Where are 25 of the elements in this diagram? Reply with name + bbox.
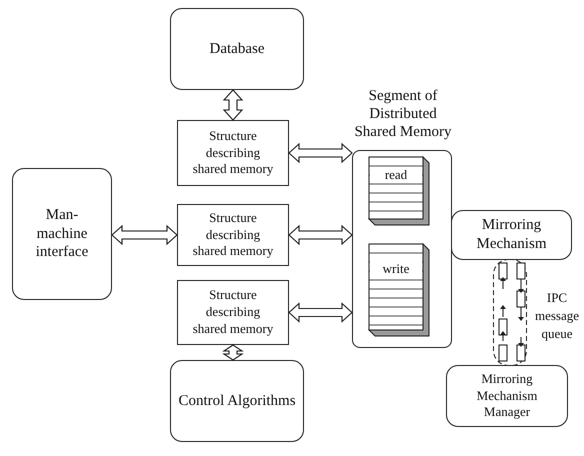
rounded-box <box>446 365 568 427</box>
double-arrow <box>222 344 244 361</box>
process-box <box>177 204 289 266</box>
rounded-box <box>12 168 112 300</box>
node-label: Structure describing shared memory <box>192 210 274 260</box>
segment-heading: Segment of Distributed Shared Memory <box>353 87 453 141</box>
node-label: Database <box>208 40 266 58</box>
message-queue-drawing <box>493 259 527 366</box>
double-arrow <box>288 302 353 323</box>
process-box <box>177 120 289 186</box>
node-label: Structure describing shared memory <box>192 287 274 338</box>
node-label: Control Algorithms <box>177 392 297 410</box>
double-arrow <box>222 89 244 121</box>
node-label: Structure describing shared memory <box>192 128 274 178</box>
node-label: Mirroring Mechanism <box>476 216 548 254</box>
queue-label: IPC message queue <box>534 289 580 343</box>
rounded-box <box>451 210 572 260</box>
node-label: Man-machine interface <box>34 206 90 262</box>
double-arrow <box>111 224 178 246</box>
double-arrow <box>288 142 353 164</box>
process-box <box>177 280 289 345</box>
rounded-box <box>170 8 304 90</box>
rounded-box <box>170 360 304 442</box>
node-label: Mirroring Mechanism Manager <box>476 370 538 422</box>
double-arrow <box>288 224 353 246</box>
